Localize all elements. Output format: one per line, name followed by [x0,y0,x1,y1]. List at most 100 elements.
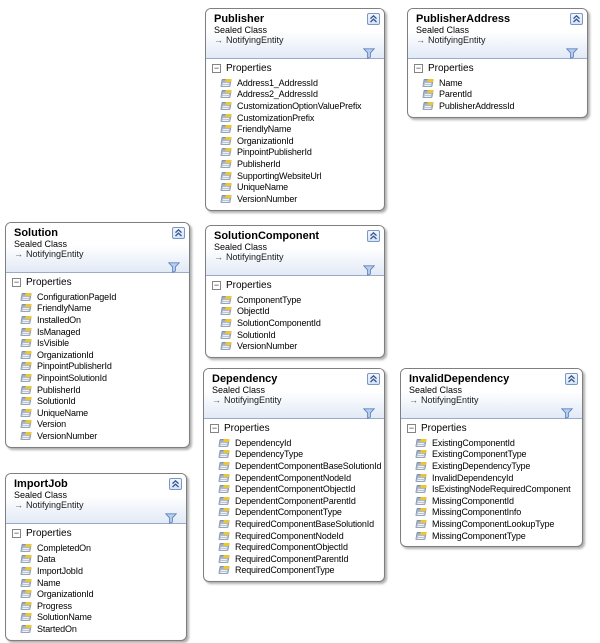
property-row[interactable]: RequiredComponentBaseSolutionId [204,518,384,530]
property-row[interactable]: OrganizationId [206,135,384,147]
class-node[interactable]: Publisher Sealed Class → NotifyingEntity [205,8,385,211]
property-row[interactable]: Version [6,419,189,431]
property-row[interactable]: DependencyId [204,437,384,449]
property-row[interactable]: ParentId [408,89,587,101]
class-node[interactable]: InvalidDependency Sealed Class → Notifyi… [400,368,583,548]
property-row[interactable]: RequiredComponentType [204,565,384,577]
property-row[interactable]: Progress [6,600,186,612]
property-row[interactable]: DependentComponentNodeId [204,472,384,484]
properties-compartment-header: − Properties [204,419,384,436]
property-row[interactable]: CustomizationOptionValuePrefix [206,100,384,112]
property-row[interactable]: PinpointSolutionId [6,372,189,384]
property-row[interactable]: ComponentType [206,294,384,306]
minus-box-icon[interactable]: − [414,63,423,73]
chevron-double-up-icon [171,475,180,493]
property-row[interactable]: UniqueName [206,181,384,193]
minus-box-icon[interactable]: − [407,423,416,433]
property-row[interactable]: InvalidDependencyId [401,472,582,484]
property-row[interactable]: Address2_AddressId [206,89,384,101]
property-row[interactable]: IsManaged [6,326,189,338]
property-row[interactable]: UniqueName [6,407,189,419]
collapse-button[interactable] [565,373,578,385]
property-row[interactable]: DependentComponentObjectId [204,483,384,495]
property-row[interactable]: RequiredComponentNodeId [204,530,384,542]
property-row[interactable]: RequiredComponentObjectId [204,541,384,553]
property-row[interactable]: VersionNumber [6,430,189,442]
property-label: PublisherId [237,158,281,169]
base-type-arrow-icon: → [409,394,418,405]
property-row[interactable]: ExistingComponentId [401,437,582,449]
minus-box-icon[interactable]: − [210,423,219,433]
property-label: PublisherAddressId [439,100,515,111]
property-row[interactable]: ConfigurationPageId [6,291,189,303]
class-node[interactable]: Dependency Sealed Class → NotifyingEntit… [203,368,385,583]
property-label: ExistingComponentId [432,437,515,448]
property-row[interactable]: RequiredComponentParentId [204,553,384,565]
class-node[interactable]: Solution Sealed Class → NotifyingEntity [5,222,190,448]
base-type-label: NotifyingEntity [421,395,479,405]
collapse-button[interactable] [172,227,185,239]
property-row[interactable]: DependentComponentType [204,507,384,519]
class-node[interactable]: PublisherAddress Sealed Class → Notifyin… [407,8,588,118]
property-row[interactable]: FriendlyName [6,303,189,315]
property-row[interactable]: MissingComponentType [401,530,582,542]
property-row[interactable]: DependencyType [204,449,384,461]
minus-box-icon[interactable]: − [212,280,221,290]
filter-funnel-icon[interactable] [362,46,376,60]
property-row[interactable]: Data [6,554,186,566]
property-row[interactable]: Name [408,77,587,89]
property-row[interactable]: PinpointPublisherId [206,147,384,159]
filter-funnel-icon[interactable] [167,260,181,274]
property-row[interactable]: MissingComponentId [401,495,582,507]
property-row[interactable]: SolutionName [6,612,186,624]
property-row[interactable]: PublisherId [6,384,189,396]
property-row[interactable]: OrganizationId [6,588,186,600]
property-row[interactable]: SupportingWebsiteUrl [206,170,384,182]
base-type-row: → NotifyingEntity [214,252,378,262]
property-row[interactable]: FriendlyName [206,123,384,135]
class-name: Publisher [214,13,265,25]
property-label: DependentComponentNodeId [235,472,351,483]
filter-funnel-icon[interactable] [362,263,376,277]
class-name: Dependency [212,373,278,385]
property-row[interactable]: SolutionId [6,395,189,407]
property-row[interactable]: IsExistingNodeRequiredComponent [401,483,582,495]
property-row[interactable]: SolutionId [206,329,384,341]
property-row[interactable]: ExistingDependencyType [401,460,582,472]
property-row[interactable]: Name [6,577,186,589]
property-row[interactable]: PublisherId [206,158,384,170]
property-row[interactable]: PinpointPublisherId [6,361,189,373]
minus-box-icon[interactable]: − [212,63,221,73]
property-row[interactable]: ImportJobId [6,565,186,577]
property-row[interactable]: DependentComponentBaseSolutionId [204,460,384,472]
property-row[interactable]: SolutionComponentId [206,317,384,329]
property-row[interactable]: InstalledOn [6,314,189,326]
collapse-button[interactable] [367,230,380,242]
property-row[interactable]: ObjectId [206,306,384,318]
class-node[interactable]: ImportJob Sealed Class → NotifyingEntity [5,473,187,641]
property-row[interactable]: DependentComponentParentId [204,495,384,507]
filter-funnel-icon[interactable] [565,46,579,60]
minus-box-icon[interactable]: − [12,277,21,287]
filter-funnel-icon[interactable] [560,406,574,420]
filter-funnel-icon[interactable] [362,406,376,420]
property-row[interactable]: IsVisible [6,337,189,349]
collapse-button[interactable] [169,478,182,490]
property-row[interactable]: CustomizationPrefix [206,112,384,124]
property-row[interactable]: PublisherAddressId [408,100,587,112]
property-row[interactable]: VersionNumber [206,340,384,352]
property-row[interactable]: MissingComponentInfo [401,507,582,519]
minus-box-icon[interactable]: − [12,528,21,538]
property-row[interactable]: MissingComponentLookupType [401,518,582,530]
collapse-button[interactable] [570,13,583,25]
property-row[interactable]: StartedOn [6,623,186,635]
property-row[interactable]: OrganizationId [6,349,189,361]
filter-funnel-icon[interactable] [164,511,178,525]
collapse-button[interactable] [367,13,380,25]
property-row[interactable]: ExistingComponentType [401,449,582,461]
class-node[interactable]: SolutionComponent Sealed Class → Notifyi… [205,225,385,358]
property-row[interactable]: CompletedOn [6,542,186,554]
property-row[interactable]: VersionNumber [206,193,384,205]
collapse-button[interactable] [367,373,380,385]
property-row[interactable]: Address1_AddressId [206,77,384,89]
